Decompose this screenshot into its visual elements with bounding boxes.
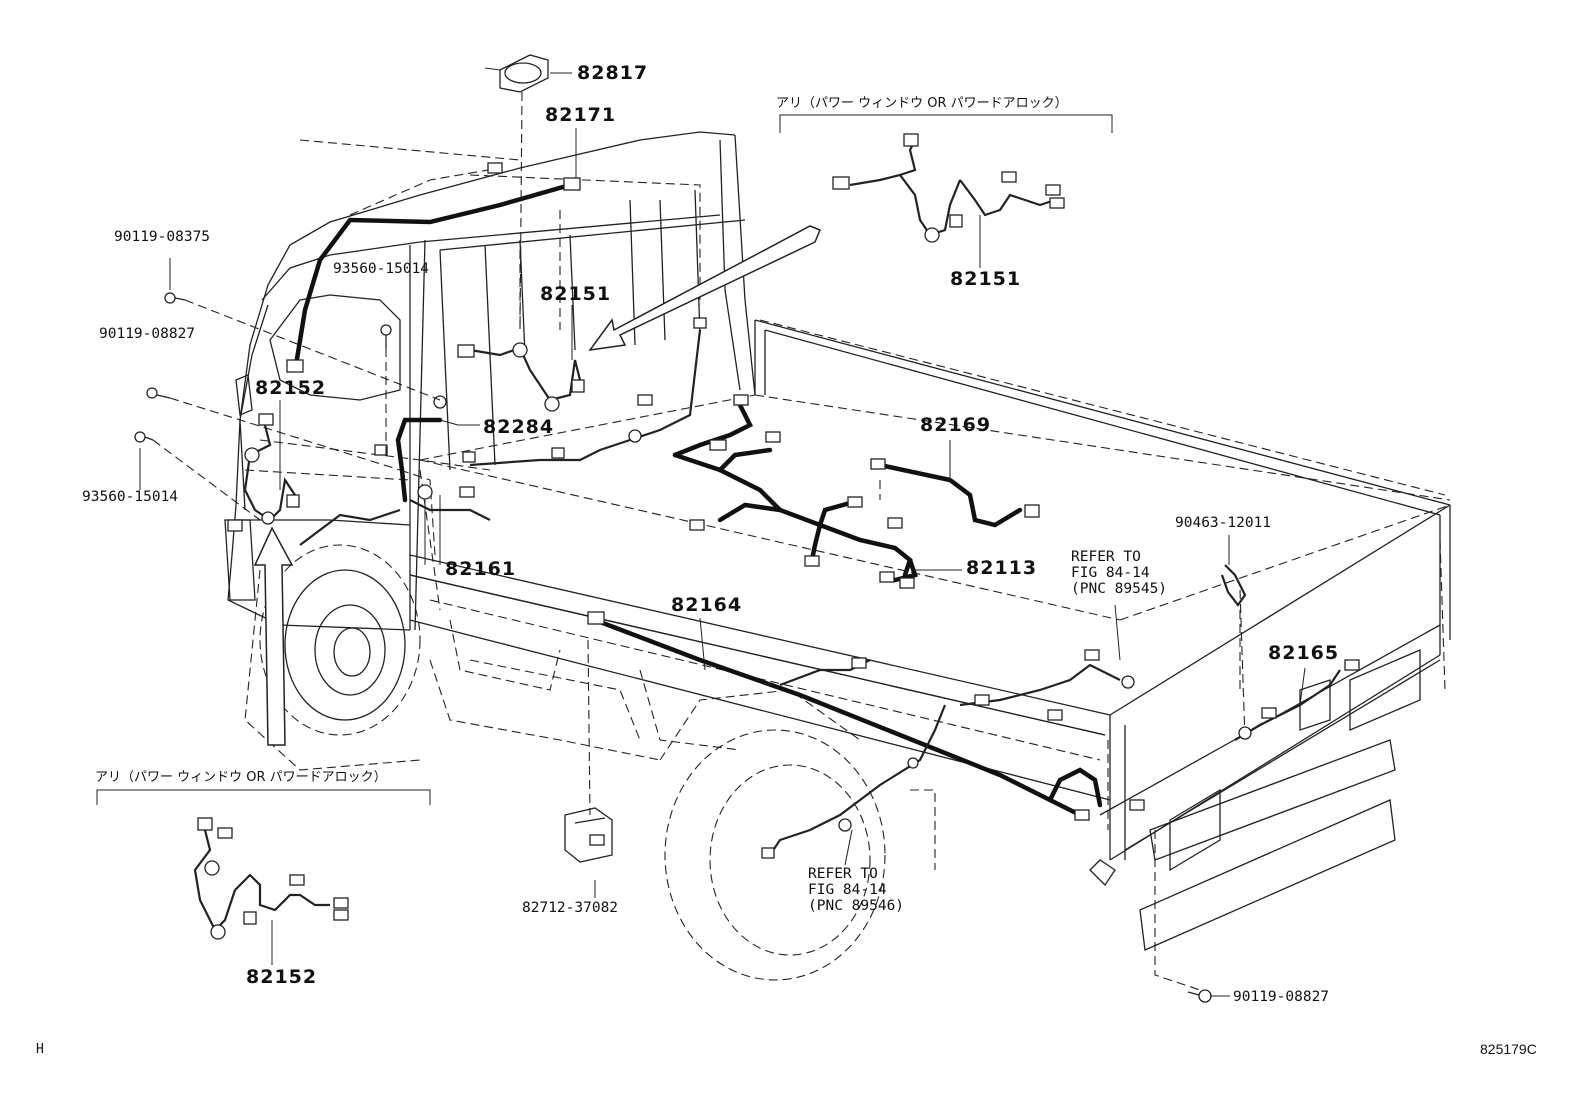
bolt-90119-08827-bottom bbox=[1187, 989, 1212, 1003]
bolt-90119-08827-left bbox=[146, 387, 171, 399]
label-82113: 82113 bbox=[966, 557, 1038, 579]
label-82164: 82164 bbox=[671, 594, 743, 616]
bed-hidden-lines bbox=[419, 319, 1451, 761]
bolt-93560-15014-top bbox=[380, 324, 392, 348]
label-82152-option: 82152 bbox=[246, 966, 318, 988]
label-82817: 82817 bbox=[577, 62, 649, 84]
grommet-82817 bbox=[484, 54, 549, 93]
harness-82169 bbox=[870, 458, 1040, 528]
harness-82164 bbox=[587, 611, 1145, 821]
label-bolt-82712-37082: 82712-37082 bbox=[522, 900, 619, 916]
label-82284: 82284 bbox=[483, 416, 555, 438]
label-bolt-90119-08827-left: 90119-08827 bbox=[99, 326, 196, 342]
cargo-bed bbox=[409, 319, 1451, 887]
harness-82165 bbox=[1234, 659, 1360, 741]
harness-cross-bed bbox=[462, 317, 707, 467]
leader-lines bbox=[96, 72, 1306, 997]
option-note-top: アリ（パワー ウィンドウ OR パワードアロック） bbox=[776, 96, 1068, 111]
label-82165: 82165 bbox=[1268, 642, 1340, 664]
label-82151-cab: 82151 bbox=[540, 283, 612, 305]
label-bolt-93560-15014-top: 93560-15014 bbox=[333, 261, 430, 277]
harness-82171 bbox=[286, 162, 581, 373]
arrow-to-cab bbox=[588, 225, 821, 351]
label-82169: 82169 bbox=[920, 414, 992, 436]
label-82171: 82171 bbox=[545, 104, 617, 126]
harness-ref-89546 bbox=[761, 704, 947, 859]
label-82161: 82161 bbox=[445, 558, 517, 580]
label-bolt-93560-15014-left: 93560-15014 bbox=[82, 489, 179, 505]
footer-left-mark: H bbox=[36, 1042, 44, 1057]
option-note-bottom: アリ（パワー ウィンドウ OR パワードアロック） bbox=[95, 770, 387, 785]
option-harness-82152 bbox=[193, 817, 349, 940]
harness-82113 bbox=[672, 394, 918, 589]
chassis-frame bbox=[449, 619, 1396, 951]
label-bolt-90463-12011: 90463-12011 bbox=[1175, 515, 1272, 531]
option-harness-82151 bbox=[832, 133, 1065, 243]
reference-pnc-89545: REFER TO FIG 84-14 (PNC 89545) bbox=[1071, 549, 1168, 597]
harness-82161 bbox=[299, 484, 491, 546]
rear-wheel bbox=[429, 659, 886, 981]
label-82152-cab: 82152 bbox=[255, 377, 327, 399]
harness-82152-installed bbox=[227, 413, 300, 532]
label-bolt-90119-08375: 90119-08375 bbox=[114, 229, 211, 245]
bolt-93560-15014-left bbox=[134, 431, 154, 443]
reference-pnc-89546: REFER TO FIG 84-14 (PNC 89546) bbox=[808, 866, 905, 914]
cab-outline bbox=[224, 131, 756, 631]
harness-ref-89545 bbox=[959, 649, 1135, 721]
clamp-90463 bbox=[1220, 564, 1247, 607]
label-bolt-90119-08827-bottom: 90119-08827 bbox=[1233, 989, 1330, 1005]
relay-82712 bbox=[564, 807, 613, 863]
harness-82151-installed bbox=[457, 342, 585, 412]
label-82151-option: 82151 bbox=[950, 268, 1022, 290]
figure-code: 825179C bbox=[1480, 1041, 1537, 1057]
bolt-90119-08375 bbox=[164, 292, 186, 304]
arrow-to-pillar bbox=[253, 526, 294, 746]
